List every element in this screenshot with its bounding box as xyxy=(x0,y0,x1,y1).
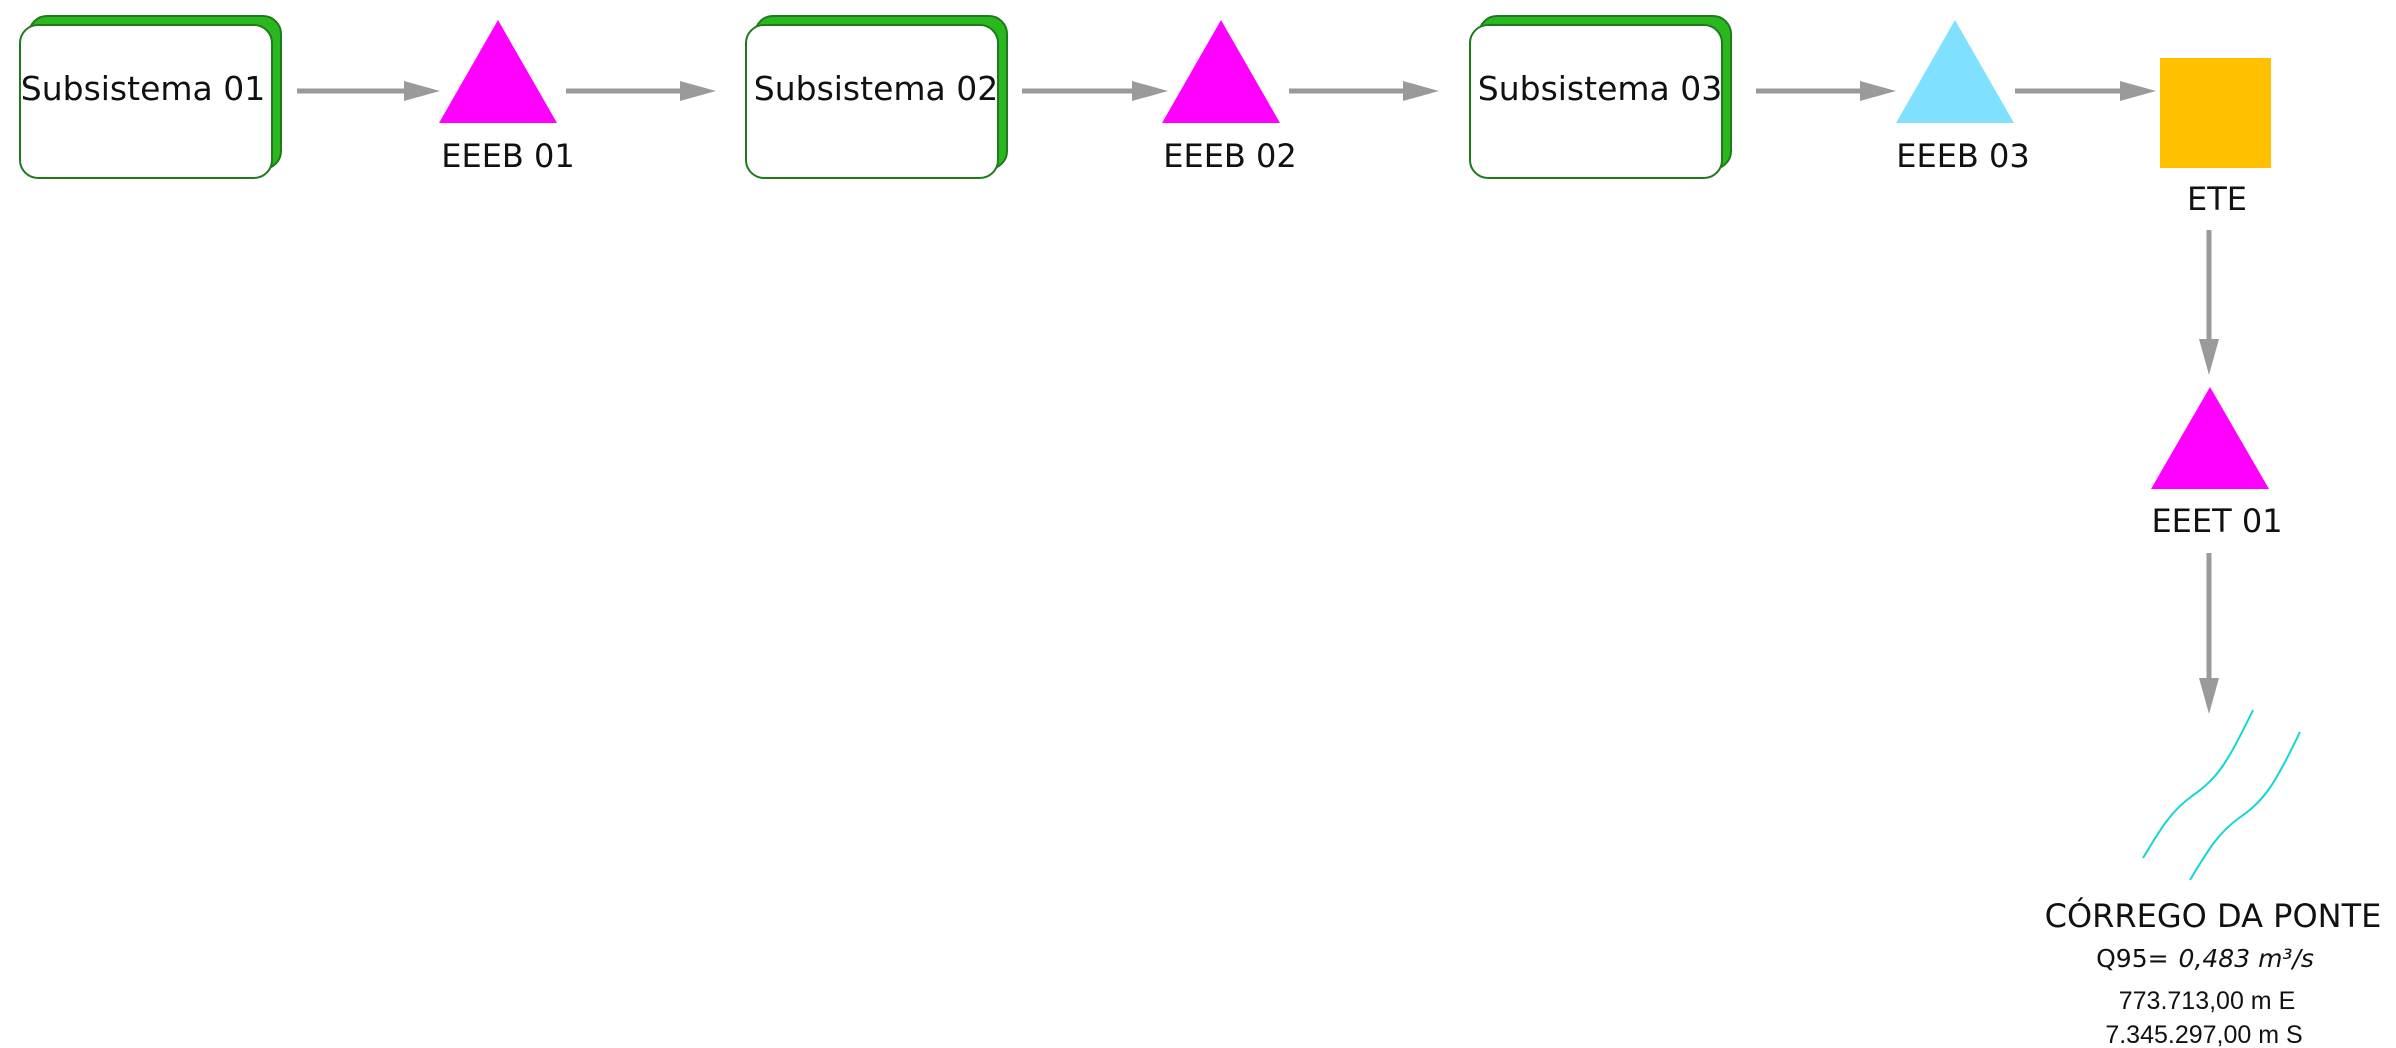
station-label: EEEB 01 xyxy=(441,137,575,175)
flow-arrow xyxy=(297,81,440,101)
river-info: CÓRREGO DA PONTE Q95= 0,483 m³/s 773.713,… xyxy=(2045,896,2382,1048)
flow-label: Q95= xyxy=(2096,944,2168,973)
transfer-label: EEET 01 xyxy=(2151,502,2282,540)
flow-arrow xyxy=(2199,553,2219,714)
flow-arrow xyxy=(2199,230,2219,375)
pump-station-eeeb-01[interactable]: EEEB 01 xyxy=(439,20,575,175)
subsystem-label: Subsistema 01 xyxy=(21,69,265,108)
subsystem-label: Subsistema 03 xyxy=(1478,69,1722,108)
flow-arrow xyxy=(566,81,716,101)
flow-value: 0,483 m³/s xyxy=(2179,944,2314,973)
coordinate-south: 7.345.297,00 m S xyxy=(2105,1021,2302,1048)
river-icon xyxy=(2142,709,2301,881)
subsystem-box-card xyxy=(19,24,273,179)
subsystem-box-card xyxy=(745,24,999,179)
triangle-icon xyxy=(439,20,557,123)
triangle-icon xyxy=(2151,387,2269,489)
treatment-plant-ete[interactable]: ETE xyxy=(2160,58,2271,218)
coordinate-east: 773.713,00 m E xyxy=(2119,987,2296,1015)
square-icon xyxy=(2160,58,2271,168)
flow-arrow xyxy=(2015,81,2156,101)
flow-arrow xyxy=(1756,81,1896,101)
subsystem-box-03[interactable]: Subsistema 03 xyxy=(1469,15,1732,179)
station-label: EEEB 03 xyxy=(1896,137,2030,175)
pump-station-eeeb-02[interactable]: EEEB 02 xyxy=(1162,20,1297,175)
flow-arrow xyxy=(1022,81,1168,101)
river-name: CÓRREGO DA PONTE xyxy=(2045,896,2382,935)
pump-station-eeeb-03[interactable]: EEEB 03 xyxy=(1896,20,2030,175)
station-label: EEEB 02 xyxy=(1163,137,1297,175)
treatment-label: ETE xyxy=(2187,180,2247,218)
subsystem-label: Subsistema 02 xyxy=(754,69,998,108)
transfer-station-eeet-01[interactable]: EEET 01 xyxy=(2151,387,2283,540)
river-flow: Q95= 0,483 m³/s xyxy=(2096,944,2314,973)
subsystem-box-02[interactable]: Subsistema 02 xyxy=(745,15,1008,179)
flow-arrow xyxy=(1289,81,1439,101)
subsystem-box-card xyxy=(1469,24,1723,179)
triangle-icon xyxy=(1896,20,2014,123)
subsystem-box-01[interactable]: Subsistema 01 xyxy=(19,15,282,179)
triangle-icon xyxy=(1162,20,1280,123)
